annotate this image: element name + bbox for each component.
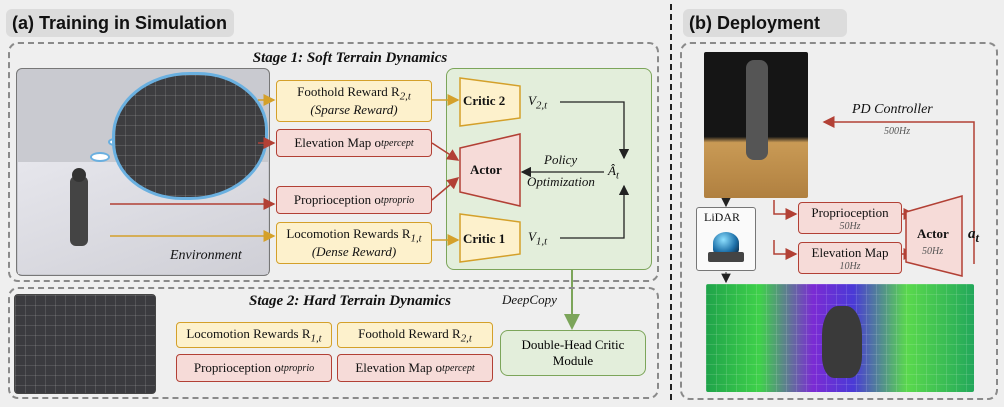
foothold-reward-box: Foothold Reward R2,t (Sparse Reward) bbox=[276, 80, 432, 122]
v1-label: V1,t bbox=[528, 229, 548, 248]
stage2-box bbox=[8, 287, 659, 399]
arrow-v1-adv bbox=[560, 184, 630, 239]
locomotion-rewards-box: Locomotion Rewards R1,t (Dense Reward) bbox=[276, 222, 432, 264]
robot-head bbox=[72, 168, 86, 182]
stage1-box bbox=[8, 42, 659, 282]
heatmap-robot-silhouette bbox=[822, 306, 862, 378]
arrow-proprio-actor bbox=[431, 177, 460, 201]
deployment-header: (b) Deployment bbox=[683, 9, 847, 37]
v2-label: V2,t bbox=[528, 93, 548, 112]
deploy-actor-hz: 50Hz bbox=[922, 246, 944, 257]
stage2-foothold-box: Foothold Reward R2,t bbox=[337, 322, 493, 348]
arrow-lidar-elev bbox=[773, 240, 798, 260]
stage2-terrain-image bbox=[14, 294, 156, 394]
lidar-icon-base bbox=[708, 252, 744, 262]
deploy-proprio-box: Proprioception 50Hz bbox=[798, 202, 902, 234]
lidar-label: LiDAR bbox=[704, 210, 740, 224]
policy-opt-label-2: Optimization bbox=[527, 174, 595, 189]
terrain-cloud-image bbox=[112, 72, 268, 200]
deploy-robot-figure bbox=[746, 60, 768, 160]
critic2-shape bbox=[459, 77, 521, 127]
arrow-pd-robot bbox=[822, 116, 975, 264]
pd-hz-label: 500Hz bbox=[884, 126, 911, 137]
actor-shape bbox=[459, 133, 521, 207]
arrow-v2-adv bbox=[560, 101, 630, 160]
action-label: at bbox=[968, 226, 979, 245]
training-header: (a) Training in Simulation bbox=[6, 9, 234, 37]
thought-bubble-small bbox=[90, 152, 110, 162]
deploy-actor-label: Actor bbox=[917, 226, 949, 241]
critic2-label: Critic 2 bbox=[463, 93, 506, 108]
stage1-title: Stage 1: Soft Terrain Dynamics bbox=[252, 50, 448, 66]
deploy-elevation-box: Elevation Map 10Hz bbox=[798, 242, 902, 274]
lidar-icon bbox=[713, 232, 739, 254]
actor-label: Actor bbox=[470, 162, 502, 177]
policy-opt-label-1: Policy bbox=[544, 152, 578, 167]
deepcopy-label: DeepCopy bbox=[502, 292, 557, 307]
critic1-label: Critic 1 bbox=[463, 231, 506, 246]
environment-label: Environment bbox=[170, 248, 242, 263]
pd-controller-label: PD Controller bbox=[852, 102, 933, 117]
arrow-robot-proprio bbox=[773, 200, 798, 220]
stage2-locomotion-box: Locomotion Rewards R1,t bbox=[176, 322, 332, 348]
critic1-shape bbox=[459, 213, 521, 263]
deploy-actor-shape bbox=[905, 195, 963, 277]
advantage-label: Ât bbox=[608, 163, 619, 182]
double-head-critic-box: Double-Head Critic Module bbox=[500, 330, 646, 376]
arrow-elevation-actor bbox=[431, 142, 460, 161]
robot-figure bbox=[70, 176, 88, 246]
stage2-title: Stage 2: Hard Terrain Dynamics bbox=[249, 293, 451, 309]
deployment-box bbox=[680, 42, 998, 400]
